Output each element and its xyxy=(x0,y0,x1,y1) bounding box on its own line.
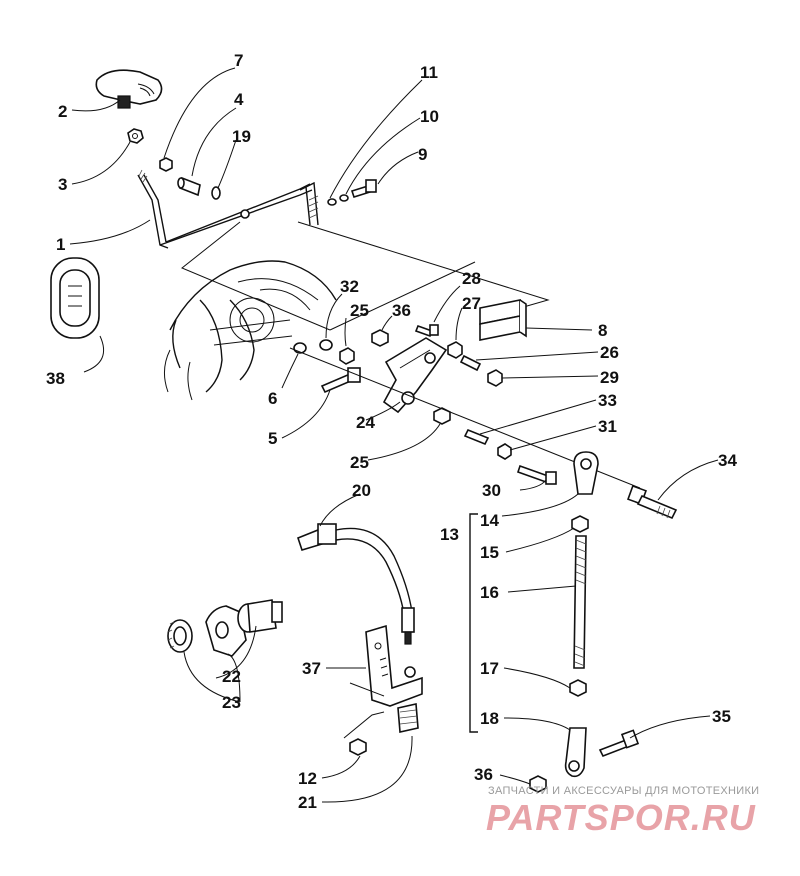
engine-housing xyxy=(164,260,337,401)
callout-33: 33 xyxy=(598,391,617,410)
callout-4: 4 xyxy=(234,90,244,109)
threaded-rod-16 xyxy=(573,535,587,669)
callout-20: 20 xyxy=(352,481,371,500)
nut-7 xyxy=(159,157,173,172)
callout-36-lower: 36 xyxy=(474,765,493,784)
watermark-logo: PARTSPOR.RU xyxy=(486,797,756,838)
callout-38: 38 xyxy=(46,369,65,388)
rod-end-lower xyxy=(564,727,587,778)
mounting-bracket xyxy=(365,624,423,707)
nut-36-lower xyxy=(529,775,547,793)
switch-22 xyxy=(237,599,283,633)
callout-7: 7 xyxy=(234,51,243,70)
handle-grip xyxy=(95,69,163,109)
nut-12 xyxy=(349,738,367,756)
bolt-9 xyxy=(350,179,377,198)
callout-21: 21 xyxy=(298,793,317,812)
bolt-30 xyxy=(516,464,557,485)
callout-5: 5 xyxy=(268,429,277,448)
rod-end-upper xyxy=(573,451,599,495)
watermark-tagline: ЗАПЧАСТИ И АКСЕССУАРЫ ДЛЯ МОТОТЕХНИКИ xyxy=(488,785,759,797)
bolt-34 xyxy=(627,485,678,520)
callout-9: 9 xyxy=(418,145,427,164)
switch-body xyxy=(397,703,419,733)
callout-18: 18 xyxy=(480,709,499,728)
callout-3: 3 xyxy=(58,175,67,194)
shift-lever xyxy=(137,169,319,249)
callout-35: 35 xyxy=(712,707,731,726)
callout-37: 37 xyxy=(302,659,321,678)
switch-cable xyxy=(297,523,415,645)
callout-6: 6 xyxy=(268,389,277,408)
callout-16: 16 xyxy=(480,583,499,602)
nut-29 xyxy=(487,369,503,387)
washer-10 xyxy=(339,194,349,202)
ring-nut xyxy=(167,619,193,653)
callout-13: 13 xyxy=(440,525,459,544)
hardware-axis xyxy=(289,347,641,489)
nut-31 xyxy=(497,443,512,460)
bolt-5 xyxy=(320,367,361,394)
spacer-4 xyxy=(177,176,201,197)
callout-28: 28 xyxy=(462,269,481,288)
nut-36-upper xyxy=(371,329,389,347)
callout-14: 14 xyxy=(480,511,499,530)
callout-15: 15 xyxy=(480,543,499,562)
callout-31: 31 xyxy=(598,417,617,436)
assembly-boundary-lines xyxy=(181,221,550,331)
callout-8: 8 xyxy=(598,321,607,340)
callout-27: 27 xyxy=(462,294,481,313)
spacer-25-lower xyxy=(433,407,451,425)
pin-33 xyxy=(463,428,490,446)
callout-12: 12 xyxy=(298,769,317,788)
rubber-grommet xyxy=(50,257,100,339)
callout-2: 2 xyxy=(58,102,67,121)
spacer-26 xyxy=(459,354,482,372)
nut-17 xyxy=(569,679,587,697)
washer-19 xyxy=(211,186,221,200)
callout-34: 34 xyxy=(718,451,737,470)
callout-26: 26 xyxy=(600,343,619,362)
callout-10: 10 xyxy=(420,107,439,126)
screw-28 xyxy=(414,324,439,338)
spacer-25-upper xyxy=(339,347,355,365)
group-bracket-13 xyxy=(469,513,478,733)
callout-32: 32 xyxy=(340,277,359,296)
callout-24: 24 xyxy=(356,413,375,432)
bracket-24 xyxy=(382,337,448,414)
callout-19: 19 xyxy=(232,127,251,146)
washer-11 xyxy=(327,198,337,206)
callout-25-lower: 25 xyxy=(350,453,369,472)
spacer-27 xyxy=(447,341,463,359)
switch-plate xyxy=(205,605,247,657)
washer-32 xyxy=(319,339,333,351)
nut-15 xyxy=(571,515,589,533)
callout-23: 23 xyxy=(222,693,241,712)
callout-30: 30 xyxy=(482,481,501,500)
callout-1: 1 xyxy=(56,235,65,254)
block-8 xyxy=(479,299,527,341)
callout-22: 22 xyxy=(222,667,241,686)
leader-lines xyxy=(69,67,719,803)
bolt-35 xyxy=(598,729,640,758)
callout-36-upper: 36 xyxy=(392,301,411,320)
callout-11: 11 xyxy=(420,63,438,82)
callout-29: 29 xyxy=(600,368,619,387)
nut-3 xyxy=(127,128,144,144)
callout-25-upper: 25 xyxy=(350,301,369,320)
callout-17: 17 xyxy=(480,659,499,678)
